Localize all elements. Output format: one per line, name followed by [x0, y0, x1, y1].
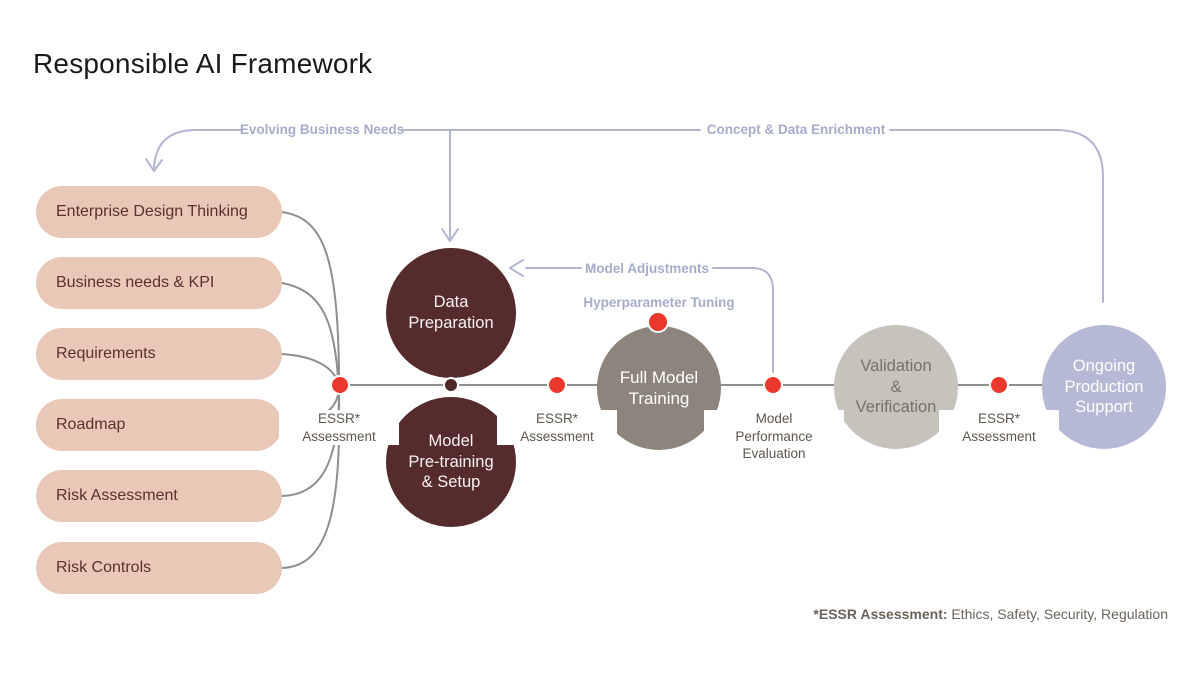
pill-roadmap: Roadmap — [36, 399, 282, 451]
label-concept-data-enrichment: Concept & Data Enrichment — [706, 122, 886, 137]
pill-risk-controls: Risk Controls — [36, 542, 282, 594]
stage-circle-data-preparation: Data Preparation — [386, 248, 516, 378]
page-title: Responsible AI Framework — [33, 48, 373, 79]
pill-risk-assessment: Risk Assessment — [36, 470, 282, 522]
hyperparameter-dot — [647, 311, 669, 333]
label-model-performance-evaluation: Model Performance Evaluation — [704, 410, 844, 463]
pipeline-merge-dot — [443, 377, 459, 393]
essr-checkpoint-dot-3 — [989, 375, 1009, 395]
pill-requirements: Requirements — [36, 328, 282, 380]
pill-business-needs-kpi: Business needs & KPI — [36, 257, 282, 309]
essr-checkpoint-dot-2 — [547, 375, 567, 395]
stage-circle-full-model-training: Full Model Training — [597, 326, 721, 450]
fan-line-enterprise-design-thinking — [281, 211, 340, 378]
stage-circle-model-pretraining-setup: Model Pre-training & Setup — [386, 397, 516, 527]
label-essr-assessment-3: ESSR* Assessment — [939, 410, 1059, 446]
fan-line-requirements — [281, 353, 338, 381]
data-prep-arrowhead — [441, 228, 459, 242]
stage-circle-validation-verification: Validation & Verification — [834, 325, 958, 449]
fan-line-business-needs-kpi — [281, 282, 339, 379]
model-adjustments-right-line — [712, 267, 774, 373]
label-evolving-business-needs: Evolving Business Needs — [239, 122, 405, 137]
model-adjustments-arrowhead — [509, 259, 524, 277]
label-model-adjustments: Model Adjustments — [584, 261, 709, 276]
model-performance-dot — [763, 375, 783, 395]
label-essr-assessment-2: ESSR* Assessment — [497, 410, 617, 446]
essr-footnote-definition: Ethics, Safety, Security, Regulation — [947, 606, 1168, 622]
evolving-needs-arrowhead — [145, 158, 163, 172]
essr-footnote-term: *ESSR Assessment: — [813, 606, 948, 622]
pill-enterprise-design-thinking: Enterprise Design Thinking — [36, 186, 282, 238]
label-hyperparameter-tuning: Hyperparameter Tuning — [583, 295, 735, 310]
concept-enrichment-line — [889, 129, 1104, 303]
label-essr-assessment-1: ESSR* Assessment — [279, 410, 399, 446]
essr-checkpoint-dot-1 — [330, 375, 350, 395]
stage-circle-ongoing-production-support: Ongoing Production Support — [1042, 325, 1166, 449]
evolving-needs-left-line — [153, 129, 243, 169]
essr-footnote: *ESSR Assessment: Ethics, Safety, Securi… — [813, 606, 1168, 622]
